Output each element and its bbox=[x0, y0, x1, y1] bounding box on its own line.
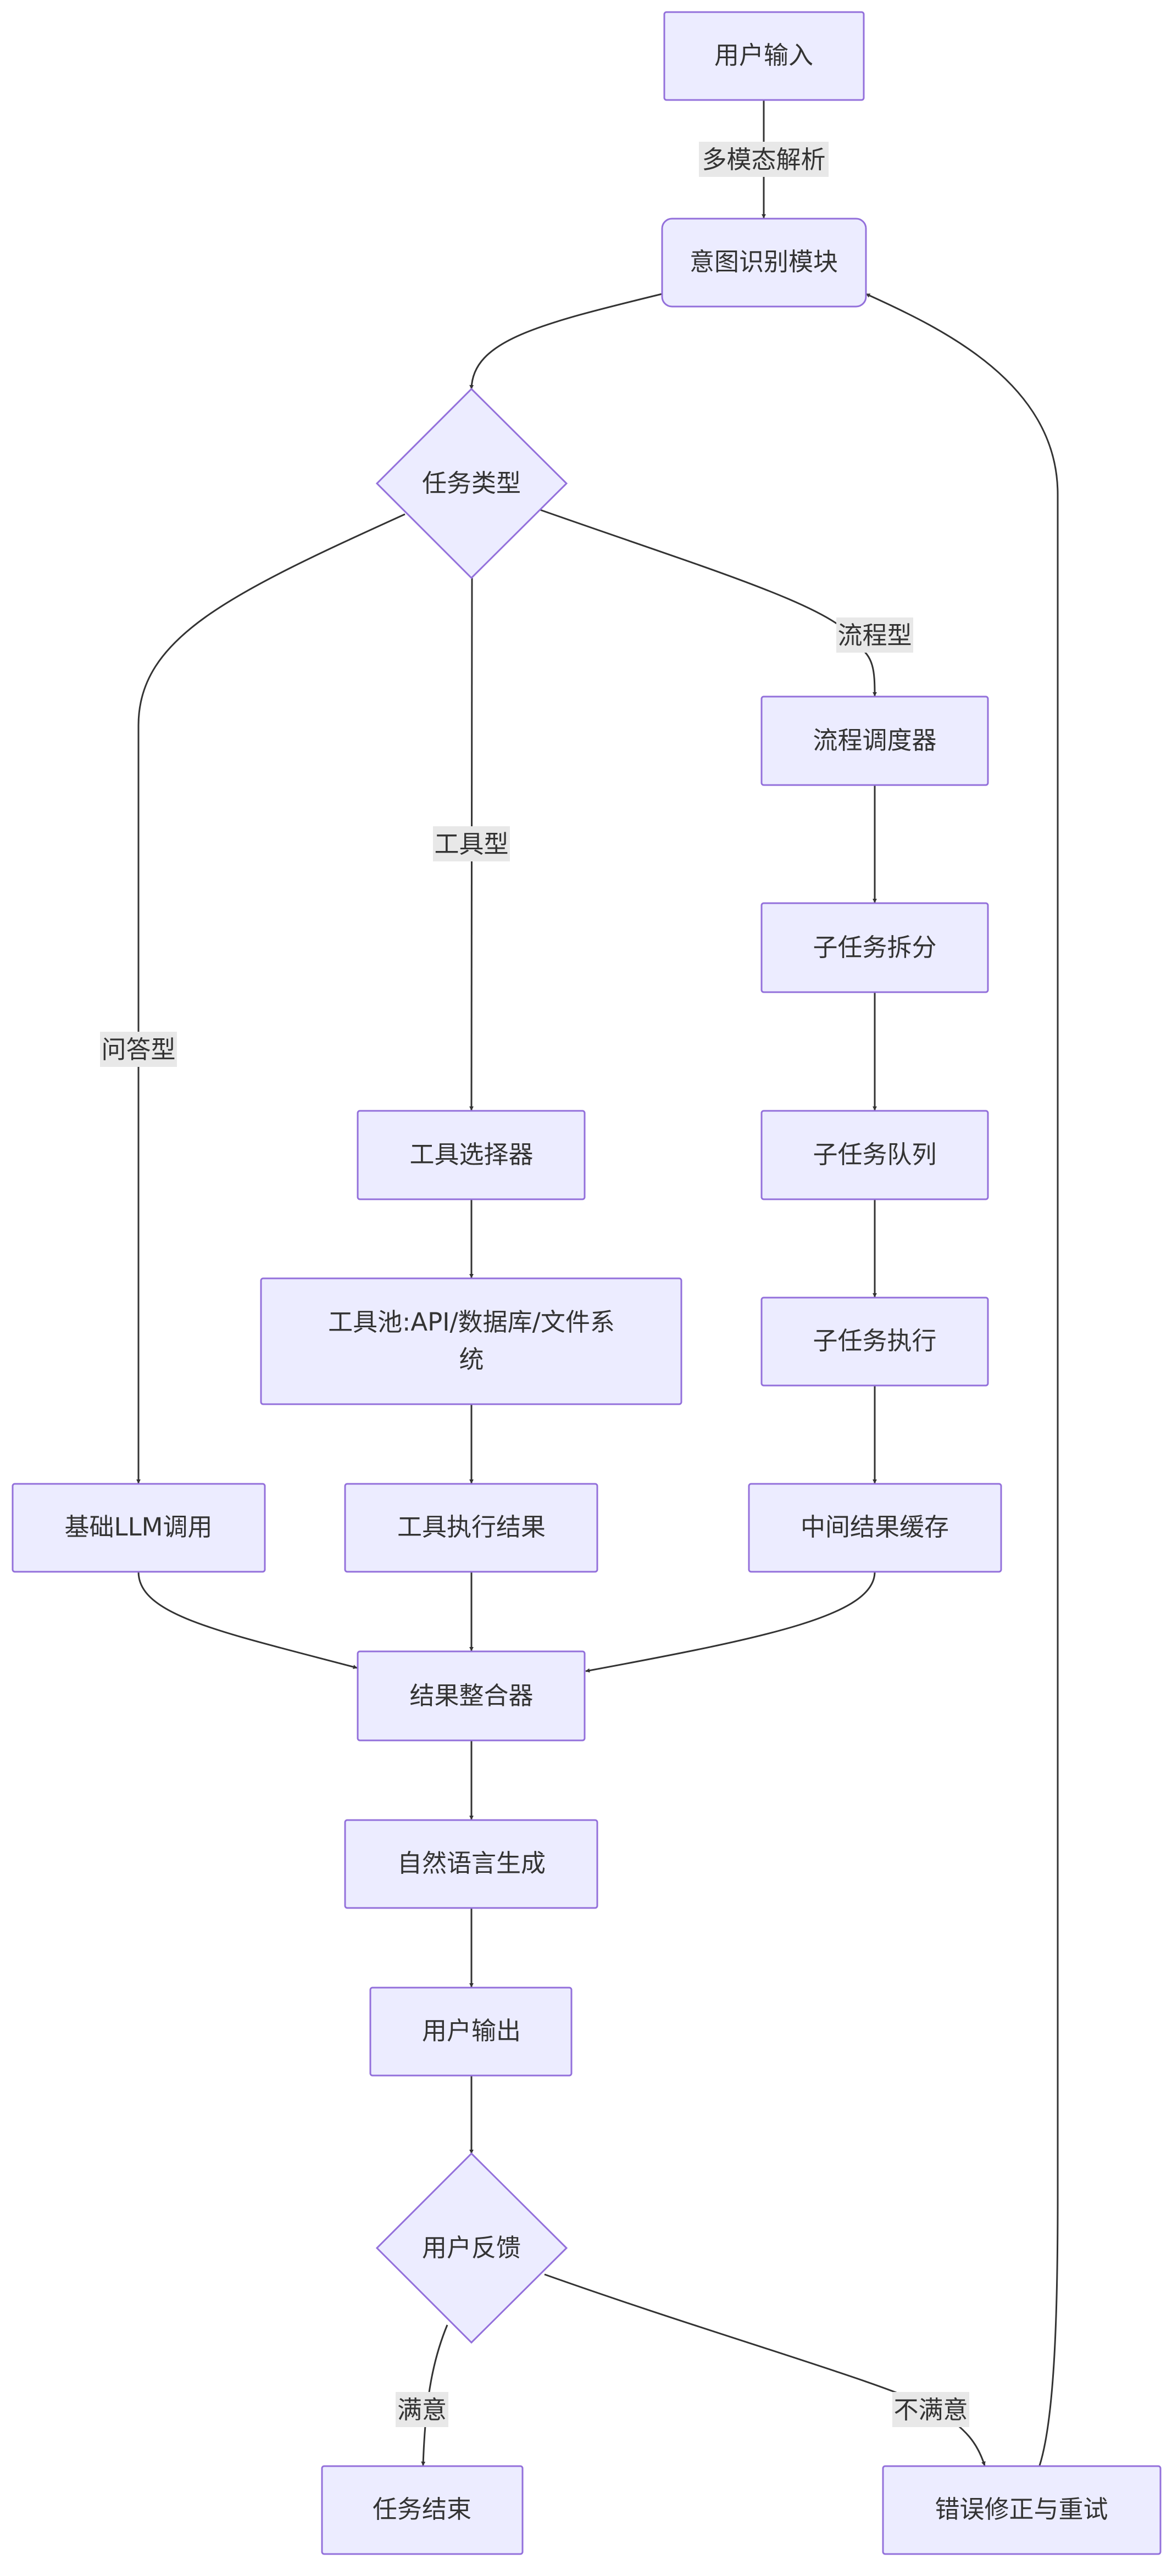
edge-retry-to-intent bbox=[865, 293, 1059, 2466]
node-intent-module-label: 意图识别模块 bbox=[690, 247, 838, 276]
node-tool-selector: 工具选择器 bbox=[357, 1110, 586, 1200]
node-llm-call-label: 基础LLM调用 bbox=[65, 1512, 213, 1542]
edge-tasktype-to-flow bbox=[540, 509, 877, 697]
node-subtask-queue: 子任务队列 bbox=[760, 1110, 989, 1200]
node-tool-result-label: 工具执行结果 bbox=[397, 1512, 546, 1542]
node-error-retry-label: 错误修正与重试 bbox=[935, 2495, 1108, 2524]
node-task-type: 任务类型 bbox=[375, 387, 568, 580]
node-nlg-label: 自然语言生成 bbox=[397, 1849, 546, 1878]
node-nlg: 自然语言生成 bbox=[344, 1819, 598, 1909]
edge-cache-to-integrator bbox=[585, 1571, 876, 1673]
node-user-input-label: 用户输入 bbox=[714, 41, 813, 70]
edge-label-flow-type: 流程型 bbox=[836, 617, 913, 653]
node-subtask-queue-label: 子任务队列 bbox=[813, 1140, 936, 1169]
node-tool-pool: 工具池:API/数据库/文件系 统 bbox=[260, 1277, 682, 1405]
node-user-output: 用户输出 bbox=[369, 1987, 573, 2077]
edge-label-unsatisfied-text: 不满意 bbox=[893, 2395, 968, 2424]
node-tool-pool-label-line1: 工具池:API/数据库/文件系 bbox=[328, 1308, 615, 1337]
edge-label-qa-type: 问答型 bbox=[100, 1032, 177, 1067]
nodes: 用户输入 意图识别模块 任务类型 流程调度器 子任务拆分 子任务队列 bbox=[12, 11, 1162, 2555]
edge-tasktype-to-llm bbox=[136, 513, 406, 1484]
node-subtask-split: 子任务拆分 bbox=[760, 902, 989, 993]
edge-label-multimodal: 多模态解析 bbox=[699, 142, 829, 177]
node-user-output-label: 用户输出 bbox=[422, 2016, 521, 2045]
edges bbox=[136, 100, 1059, 2466]
node-tool-selector-label: 工具选择器 bbox=[409, 1140, 533, 1169]
edge-intent-to-tasktype bbox=[469, 293, 663, 390]
node-flow-scheduler: 流程调度器 bbox=[760, 696, 989, 786]
edge-label-tool-type: 工具型 bbox=[433, 826, 510, 861]
edge-label-qa-type-text: 问答型 bbox=[101, 1035, 175, 1064]
node-intent-module: 意图识别模块 bbox=[661, 218, 867, 308]
edge-label-satisfied-text: 满意 bbox=[397, 2395, 447, 2424]
node-user-feedback-label: 用户反馈 bbox=[422, 2233, 521, 2262]
node-subtask-exec-label: 子任务执行 bbox=[813, 1326, 936, 1355]
edge-label-multimodal-text: 多模态解析 bbox=[702, 145, 825, 174]
node-user-input: 用户输入 bbox=[663, 11, 865, 101]
node-task-type-label: 任务类型 bbox=[422, 469, 521, 498]
node-tool-pool-label-line2: 统 bbox=[459, 1345, 484, 1374]
node-user-feedback: 用户反馈 bbox=[375, 2152, 568, 2344]
node-tool-result: 工具执行结果 bbox=[344, 1483, 598, 1573]
edge-label-satisfied: 满意 bbox=[396, 2392, 448, 2427]
node-intermediate-cache: 中间结果缓存 bbox=[748, 1483, 1002, 1573]
edge-label-tool-type-text: 工具型 bbox=[434, 830, 508, 859]
node-flow-scheduler-label: 流程调度器 bbox=[813, 726, 936, 755]
edge-llm-to-integrator bbox=[137, 1571, 358, 1670]
edge-feedback-to-end bbox=[421, 2324, 448, 2466]
node-result-integrator-label: 结果整合器 bbox=[409, 1681, 533, 1710]
node-llm-call: 基础LLM调用 bbox=[12, 1483, 266, 1573]
edge-labels: 多模态解析 流程型 工具型 问答型 满意 不满意 bbox=[100, 142, 969, 2427]
node-error-retry: 错误修正与重试 bbox=[882, 2465, 1162, 2555]
node-task-end-label: 任务结束 bbox=[373, 2495, 471, 2524]
node-subtask-split-label: 子任务拆分 bbox=[813, 933, 936, 962]
node-subtask-exec: 子任务执行 bbox=[760, 1297, 989, 1387]
edge-label-unsatisfied: 不满意 bbox=[892, 2392, 969, 2427]
node-task-end: 任务结束 bbox=[321, 2465, 524, 2555]
edge-feedback-to-retry bbox=[544, 2273, 986, 2466]
edge-label-flow-type-text: 流程型 bbox=[837, 621, 912, 650]
node-intermediate-cache-label: 中间结果缓存 bbox=[801, 1512, 949, 1542]
node-result-integrator: 结果整合器 bbox=[357, 1650, 586, 1742]
